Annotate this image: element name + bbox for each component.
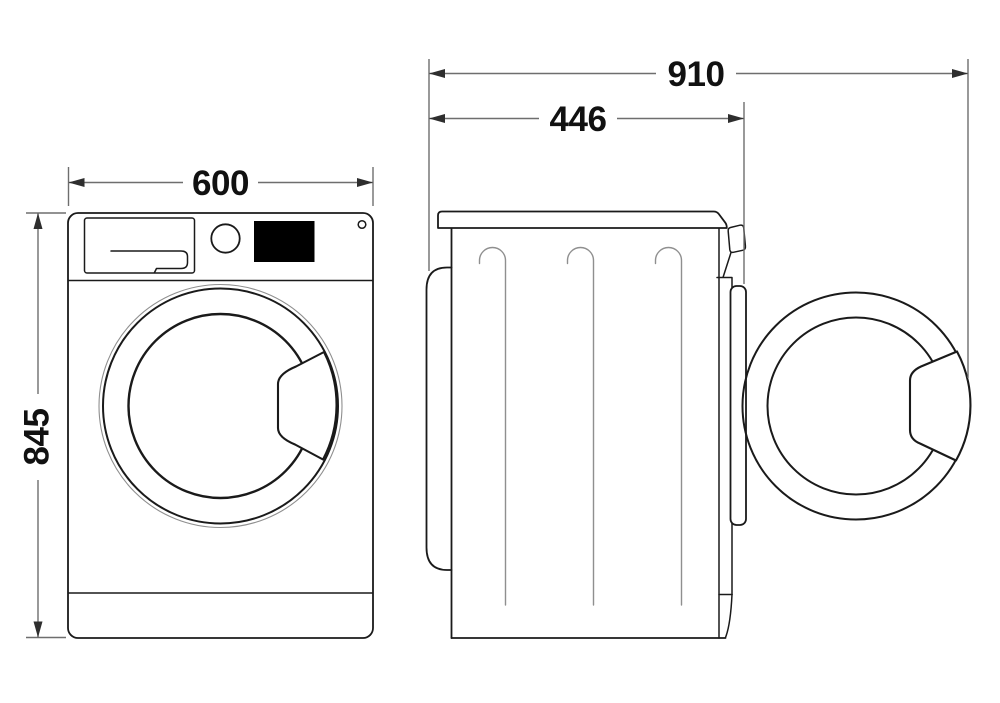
arrowhead-down xyxy=(33,621,43,638)
arrowhead-left xyxy=(429,114,445,123)
front-top-bevel xyxy=(716,251,733,279)
dimension-label-side-depth-total: 910 xyxy=(668,55,725,94)
door-outer-rim xyxy=(98,283,343,529)
detergent-drawer xyxy=(83,217,196,274)
panel-groove xyxy=(566,246,595,606)
door-front xyxy=(98,283,343,529)
front-view xyxy=(67,212,374,639)
arrowhead-right xyxy=(728,114,744,123)
door-lock xyxy=(727,224,747,254)
arrowhead-up xyxy=(33,213,43,229)
kickplate-curve xyxy=(724,593,733,639)
open-door-handle-recess xyxy=(908,350,972,462)
side-view xyxy=(425,210,972,639)
dimension-front-height: 845 xyxy=(18,212,66,639)
power-button xyxy=(357,219,367,230)
rear-cover xyxy=(425,266,453,571)
display-panel xyxy=(254,221,315,262)
detergent-drawer-handle xyxy=(110,250,189,274)
panel-groove xyxy=(654,246,683,606)
dimension-side-depth-total: 910 xyxy=(428,55,969,378)
door-open-side xyxy=(741,291,972,521)
front-body-outline xyxy=(67,212,374,639)
door-frame xyxy=(102,287,339,525)
dimension-label-front-height: 845 xyxy=(18,409,57,466)
arrowhead-right xyxy=(357,178,373,187)
arrowhead-left xyxy=(68,178,85,187)
program-knob xyxy=(210,223,241,254)
arrowhead-right xyxy=(952,69,968,78)
worktop xyxy=(437,210,728,229)
door-handle-recess xyxy=(276,350,338,461)
door-hinge-plate xyxy=(729,285,747,526)
panel-groove xyxy=(478,246,507,606)
dimension-label-side-depth-body: 446 xyxy=(550,100,607,139)
side-panel-grooves xyxy=(478,246,683,606)
dimension-label-front-width: 600 xyxy=(192,164,249,203)
dimension-front-width: 600 xyxy=(67,164,374,206)
dimension-side-depth-body: 446 xyxy=(429,100,745,284)
arrowhead-left xyxy=(429,69,445,78)
